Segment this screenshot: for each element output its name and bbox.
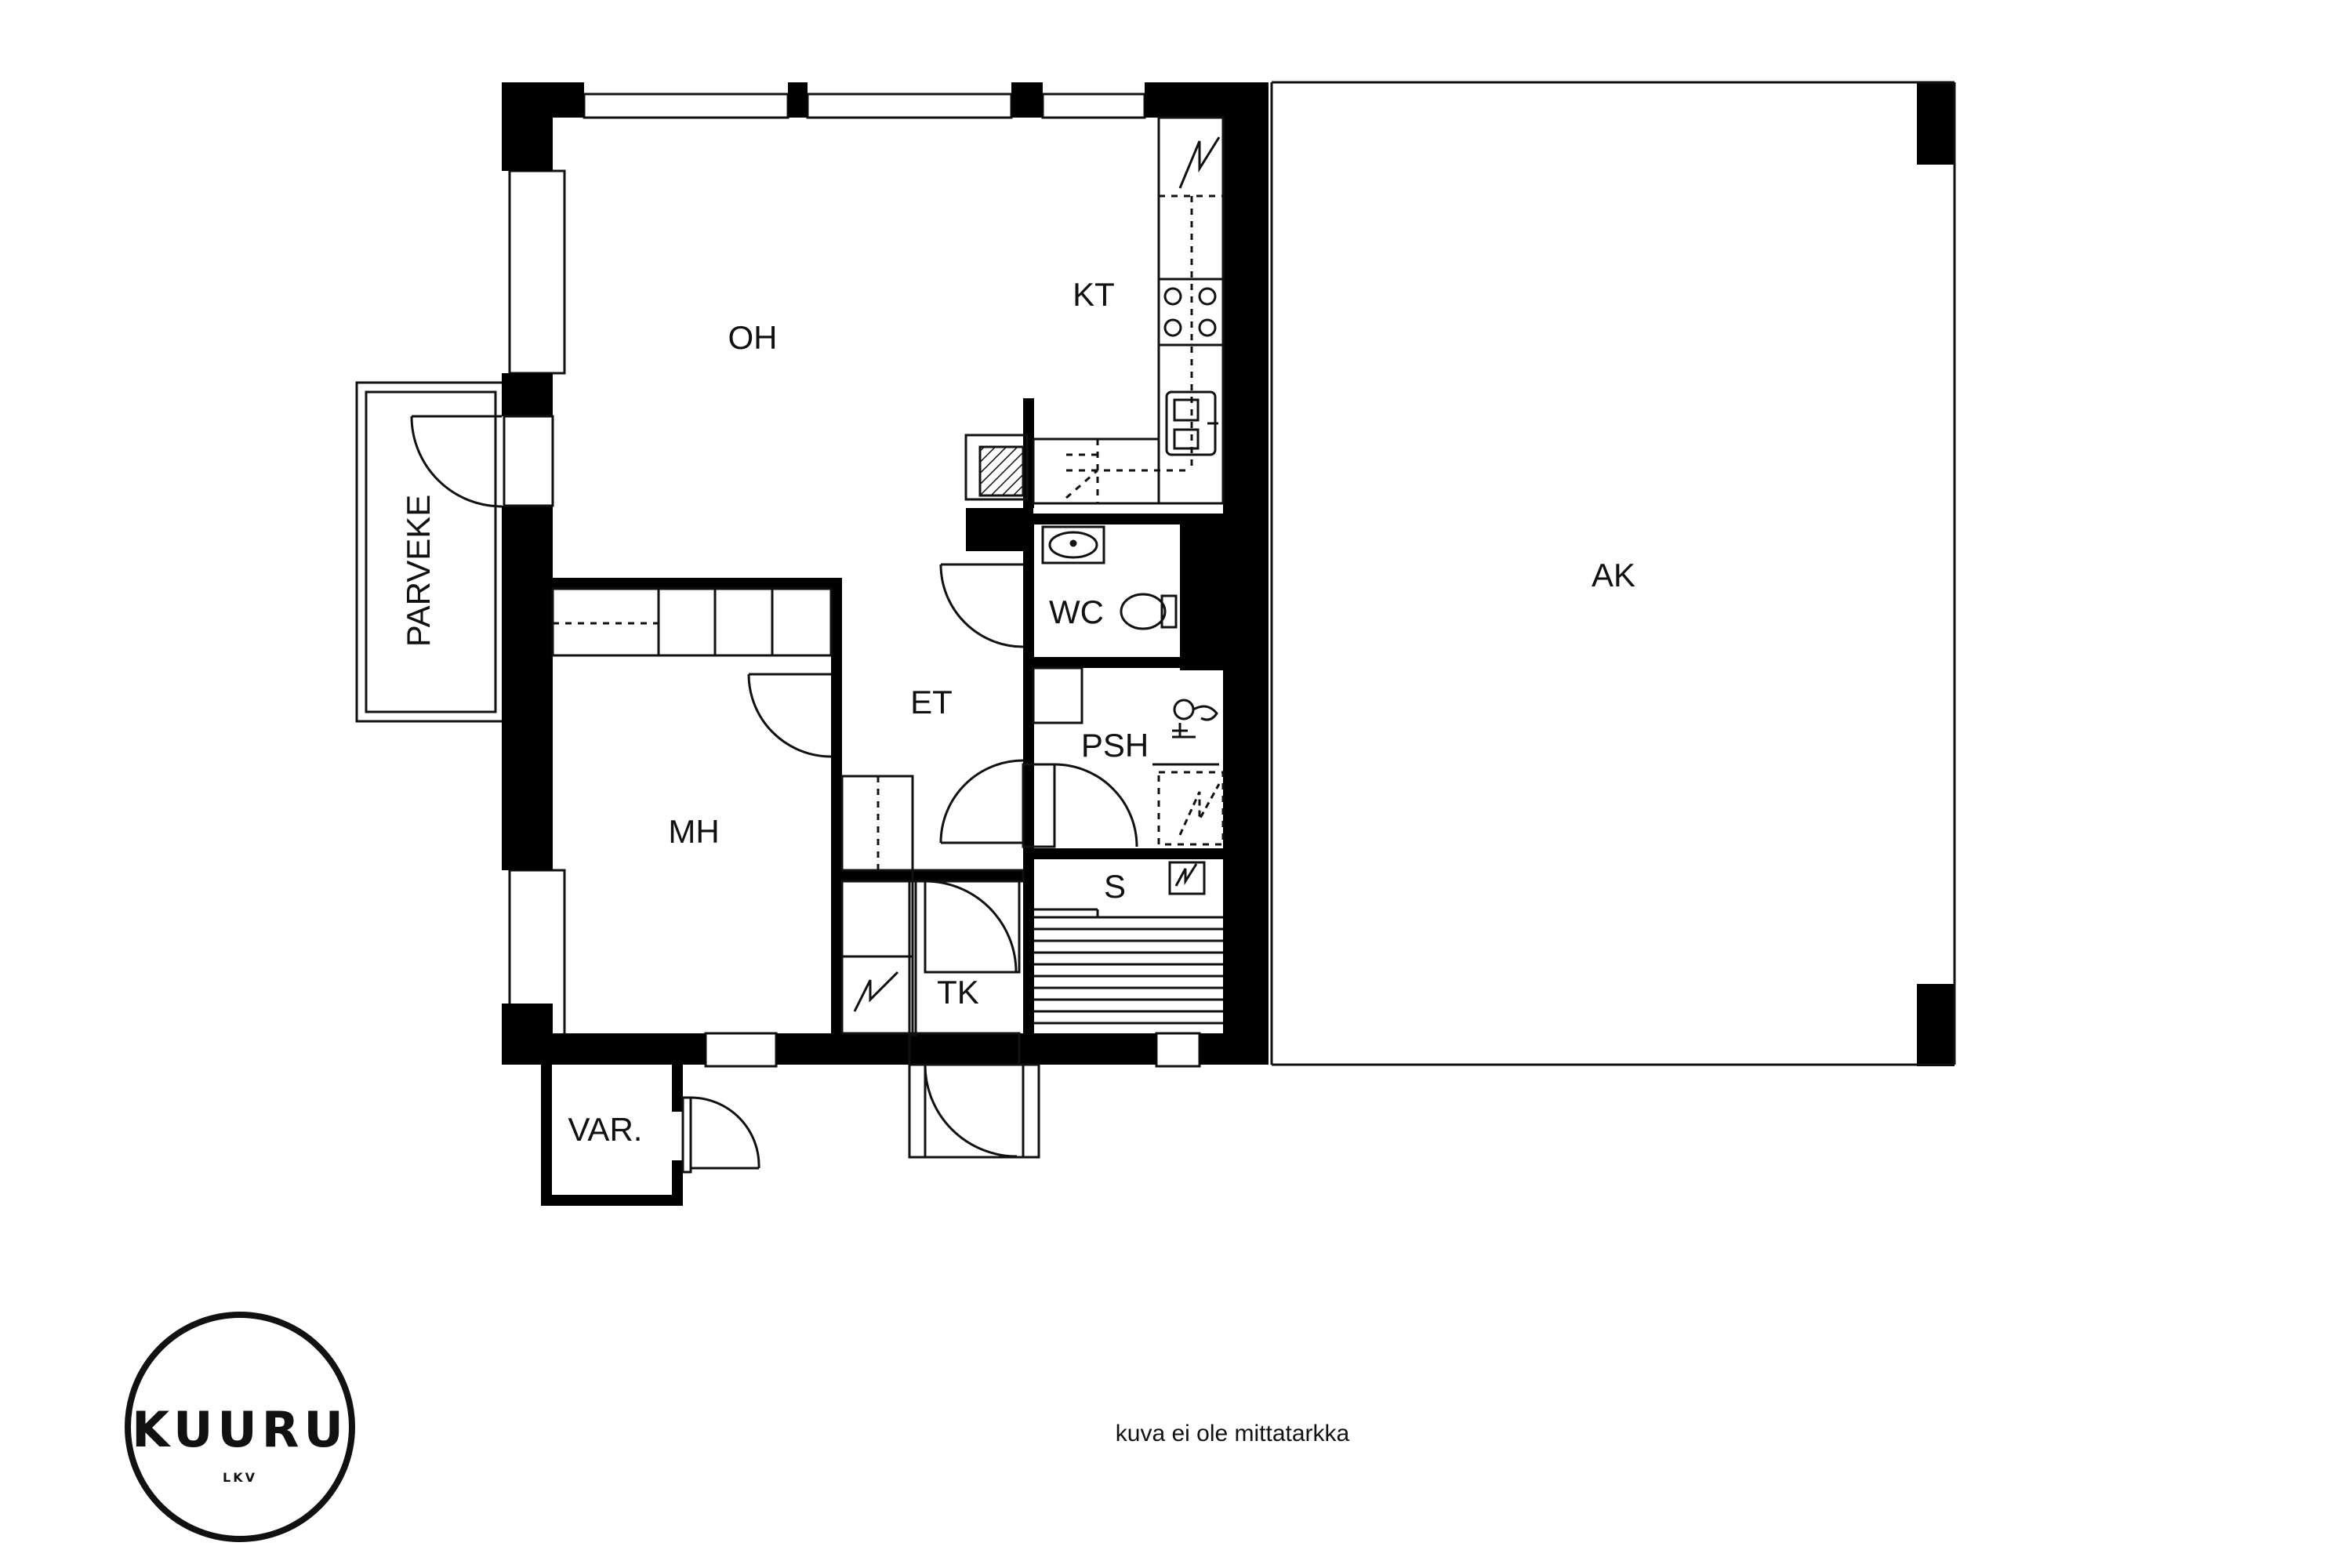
doors [410, 415, 1138, 1174]
kitchen-counter [964, 116, 1225, 505]
room-label-psh: PSH [1081, 727, 1149, 764]
walls [502, 82, 1955, 1206]
wardrobe [551, 587, 833, 657]
room-label-tk: TK [937, 974, 979, 1011]
sauna-benches [1033, 861, 1223, 1025]
room-label-var: VAR. [568, 1111, 643, 1148]
room-label-parveke: PARVEKE [400, 495, 437, 648]
room-label-s: S [1104, 868, 1126, 905]
room-label-wc: WC [1049, 593, 1104, 630]
kuuru-logo: KUURU LKV [125, 1312, 355, 1542]
room-label-ak: AK [1592, 557, 1635, 593]
room-label-oh: OH [728, 319, 778, 356]
closets [840, 775, 1025, 1036]
wc-fixtures [1041, 525, 1178, 630]
room-label-kt: KT [1073, 276, 1115, 313]
room-label-mh: MH [668, 813, 719, 850]
garage [1270, 81, 1956, 1066]
bathroom-fixtures [1032, 666, 1225, 846]
logo-text: KUURU [132, 1401, 348, 1458]
scale-note: kuva ei ole mittatarkka [1116, 1421, 1350, 1446]
fireplace-icon [978, 445, 1025, 497]
room-label-et: ET [910, 684, 953, 720]
logo-subtext: LKV [223, 1470, 257, 1485]
balcony-door-frame [503, 415, 554, 507]
